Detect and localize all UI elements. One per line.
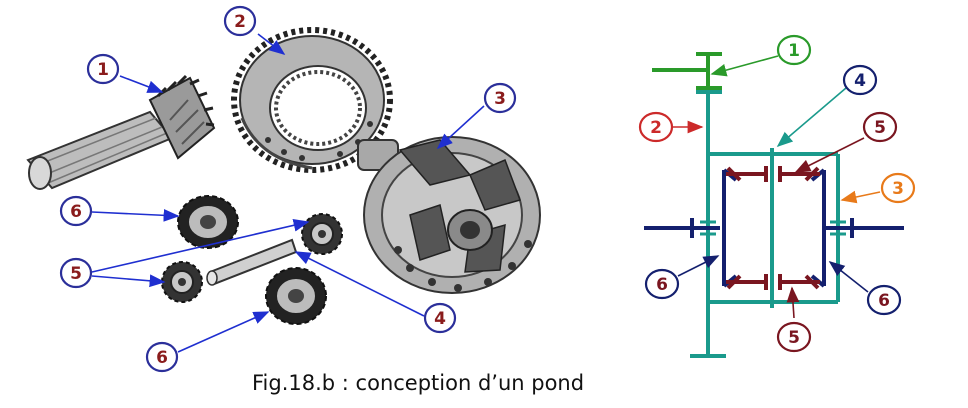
exploded-parts-illustration [26,27,541,325]
svg-text:5: 5 [70,264,82,284]
schematic-callout-6-right: 6 [866,284,902,316]
schematic-callout-5-bottom: 5 [776,321,812,353]
schematic-callout-5-top: 5 [862,111,898,143]
side-gear-upper-part [177,195,239,249]
svg-text:2: 2 [650,118,662,138]
svg-text:5: 5 [874,118,886,138]
kinematic-schematic [644,52,904,358]
bearing-symbols [700,220,846,236]
schematic-callout-6-left: 6 [644,268,680,300]
planet-gear-upper-part [301,213,343,255]
photo-callout-3: 3 [483,82,517,114]
input-shaft-symbol [652,52,722,90]
svg-text:6: 6 [878,291,890,311]
schematic-callout-2: 2 [638,111,674,143]
planet-gear-lower-part [161,261,203,303]
schematic-callout-arrows [672,55,881,319]
svg-text:4: 4 [434,309,446,329]
photo-callout-arrows [91,33,485,353]
svg-text:6: 6 [656,275,668,295]
ring-gear-part [231,27,393,173]
differential-housing-part [357,136,541,294]
svg-text:1: 1 [788,41,800,61]
svg-text:3: 3 [494,89,506,109]
photo-callout-6-top: 6 [59,195,93,227]
svg-text:6: 6 [70,202,82,222]
photo-callout-1: 1 [86,53,120,85]
svg-text:5: 5 [788,328,800,348]
planet-gear-symbols [726,166,820,290]
svg-text:3: 3 [892,179,904,199]
casing-symbol [690,90,840,358]
svg-text:4: 4 [854,71,866,91]
photo-callout-4: 4 [423,302,457,334]
svg-text:2: 2 [234,12,246,32]
svg-text:6: 6 [156,348,168,368]
side-gear-lower-part [265,267,327,325]
photo-callout-6-bottom: 6 [145,341,179,373]
svg-text:1: 1 [97,60,109,80]
photo-callout-2: 2 [223,5,257,37]
schematic-callout-1: 1 [776,34,812,66]
output-shafts-symbol [644,170,904,286]
figure-caption: Fig.18.b : conception d’un pond [252,371,584,395]
photo-callout-5: 5 [59,257,93,289]
schematic-callout-3: 3 [880,172,916,204]
pinion-shaft-part [26,74,216,190]
schematic-callout-4: 4 [842,64,878,96]
